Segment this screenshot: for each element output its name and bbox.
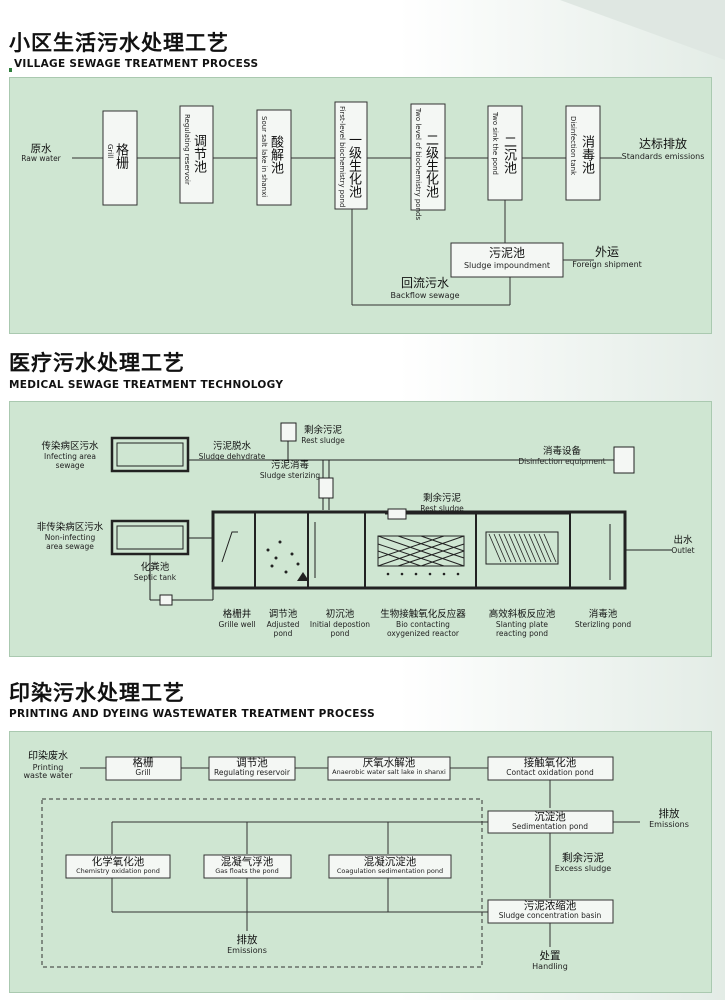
chemistry-oxidation-box: 化学氧化池 Chemistry oxidation pond	[76, 856, 160, 876]
unit-slanting-plate: 高效斜板反应池 Slanting plate reacting pond	[488, 609, 556, 638]
standard-emission-label: 达标排放 Standards emissions	[621, 137, 705, 161]
excess-sludge-label: 剩余污泥 Excess sludge	[554, 852, 612, 874]
sludge-concentration-box: 污泥浓缩池 Sludge concentration basin	[498, 900, 602, 921]
sludge-sterilize-label: 污泥消毒 Sludge sterizing	[259, 460, 321, 480]
second-sink-box-en: Two sink the pond	[491, 112, 499, 175]
regulating-reservoir-box: 调节池 Regulating reservoir	[214, 757, 290, 778]
rest-sludge-top-label: 剩余污泥 Rest sludge	[301, 425, 345, 445]
non-infecting-area-label: 非传染病区污水 Non-infecting area sewage	[36, 522, 104, 551]
second-sink-box-zh: 二沉池	[501, 135, 516, 174]
disinfection-equipment-label: 消毒设备 Disinfection equipment	[518, 446, 606, 466]
printing-wastewater-label: 印染废水 Printing waste water	[23, 751, 73, 780]
foreign-shipment-label: 外运 Foreign shipment	[572, 245, 642, 269]
outlet-label: 出水 Outlet	[671, 535, 695, 555]
title-bar-mark	[9, 68, 12, 72]
handling-label: 处置 Handling	[532, 950, 568, 972]
second-bio-box-zh: 二级生化池	[423, 133, 438, 198]
sedimentation-box: 沉淀池 Sedimentation pond	[511, 811, 589, 832]
regulating-box-zh: 调节池	[191, 134, 206, 173]
unit-initial-deposition: 初沉池 Initial depostion pond	[309, 609, 371, 638]
second-bio-box-en: Two level of biochemistry ponds	[414, 108, 422, 221]
first-bio-box-en: First-level biochemistry pond	[338, 106, 346, 208]
section2-subtitle: MEDICAL SEWAGE TREATMENT TECHNOLOGY	[9, 379, 284, 391]
grill-box: 格栅 Grill	[132, 757, 154, 778]
unit-bio-reactor: 生物接触氧化反应器 Bio contacting oxygenized reac…	[380, 609, 466, 638]
infecting-area-label: 传染病区污水 Infecting area sewage	[41, 441, 99, 470]
emissions-right-label: 排放 Emissions	[649, 808, 689, 830]
section1-panel: 原水 Raw water 格栅 Grill 调节池 Regulating res…	[9, 77, 712, 334]
section1-title: 小区生活污水处理工艺	[9, 31, 229, 55]
section1-diagram-lines	[72, 101, 622, 306]
unit-adjusted-pond: 调节池 Adjusted pond	[266, 609, 300, 638]
raw-water-label: 原水 Raw water	[21, 143, 61, 164]
section3-subtitle: PRINTING AND DYEING WASTEWATER TREATMENT…	[9, 708, 375, 720]
sludge-dehydrate-label: 污泥脱水 Sludge dehydrate	[198, 441, 266, 461]
disinfection-box-zh: 消毒池	[579, 135, 594, 174]
section1-subtitle: VILLAGE SEWAGE TREATMENT PROCESS	[14, 58, 259, 70]
acid-box-zh: 酸解池	[268, 135, 283, 174]
section2-diagram-lines	[110, 422, 672, 606]
section2-title: 医疗污水处理工艺	[9, 351, 185, 375]
grill-box-en: Grill	[106, 144, 114, 159]
grill-box-zh: 格栅	[113, 143, 128, 169]
backflow-label: 回流污水 Backflow sewage	[390, 276, 460, 300]
unit-sterilizing-pond: 消毒池 Sterizling pond	[574, 609, 632, 629]
regulating-box-en: Regulating reservoir	[183, 114, 191, 185]
rest-sludge-mid-label: 剩余污泥 Rest sludge	[420, 493, 464, 513]
sludge-pool-label: 污泥池 Sludge impoundment	[463, 246, 551, 270]
section3-panel: 印染废水 Printing waste water 格栅 Grill 调节池 R…	[9, 731, 712, 993]
section2-panel: 传染病区污水 Infecting area sewage 非传染病区污水 Non…	[9, 401, 712, 657]
acid-box-en: Sour salt lake in shanxi	[260, 116, 268, 198]
disinfection-box-en: Disinfection tank	[569, 116, 577, 176]
anaerobic-box: 厌氧水解池 Anaerobic water salt lake in shanx…	[332, 757, 446, 777]
emissions-bottom-label: 排放 Emissions	[227, 934, 267, 956]
contact-oxidation-box: 接触氧化池 Contact oxidation pond	[506, 757, 594, 778]
septic-tank-label: 化粪池 Septic tank	[133, 562, 177, 582]
section3-title: 印染污水处理工艺	[9, 681, 185, 705]
first-bio-box-zh: 一级生化池	[346, 133, 361, 198]
coagulation-sedimentation-box: 混凝沉淀池 Coagulation sedimentation pond	[336, 856, 444, 876]
section3-diagram-lines	[41, 756, 640, 968]
gas-float-box: 混凝气浮池 Gas floats the pond	[215, 856, 279, 876]
unit-grille-well: 格栅井 Grille well	[218, 609, 256, 629]
